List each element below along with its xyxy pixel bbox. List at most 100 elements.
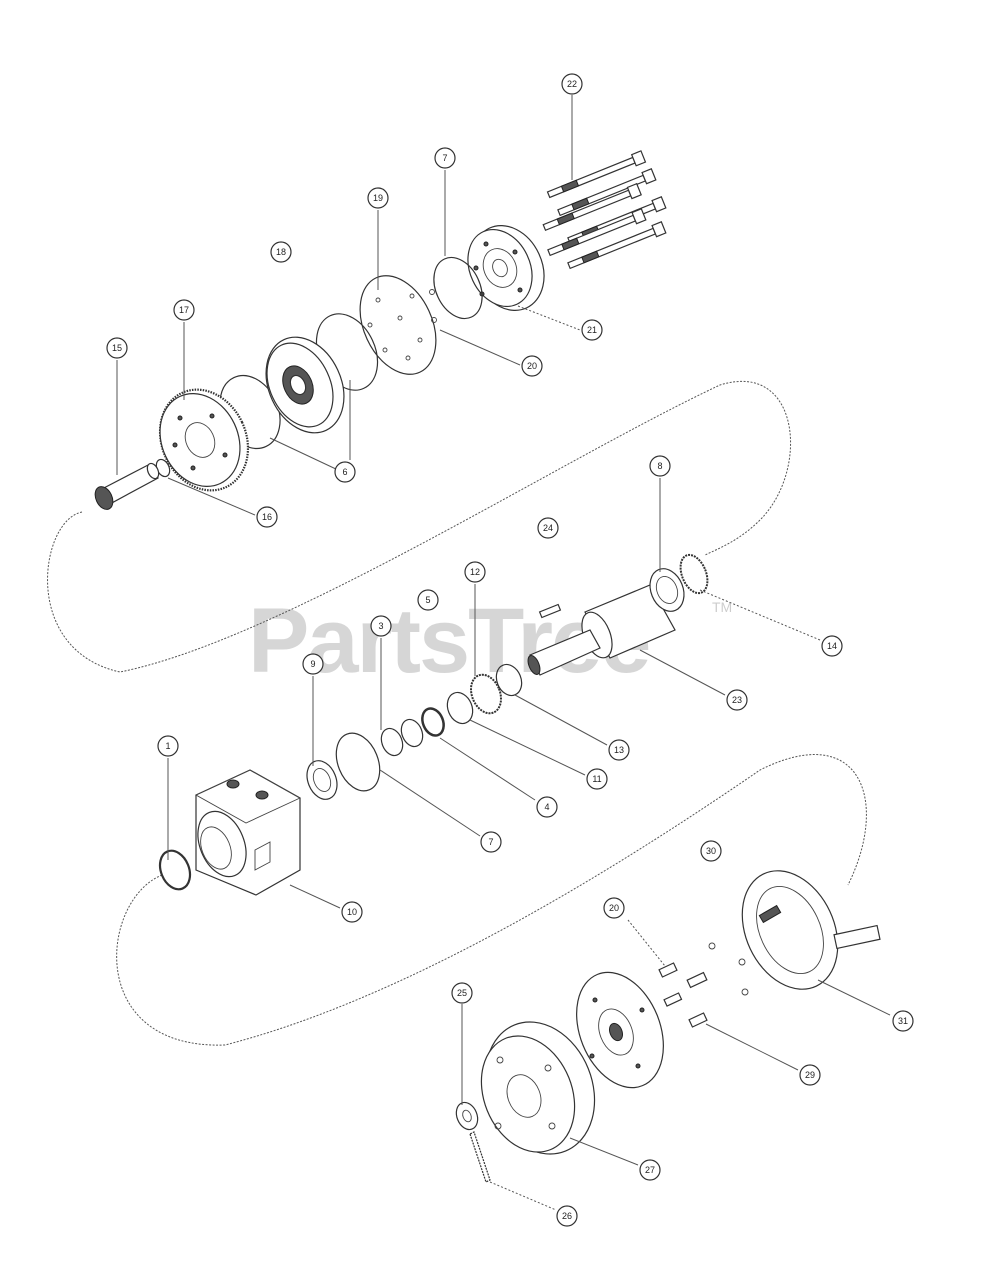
callout-12: 12 (464, 561, 486, 583)
svg-text:6: 6 (342, 467, 347, 477)
svg-text:20: 20 (527, 361, 537, 371)
callout-27: 27 (639, 1159, 661, 1181)
spur-gear (158, 388, 250, 492)
stud (663, 992, 683, 1007)
o-ring-upper (433, 256, 483, 320)
callout-10: 10 (341, 901, 363, 923)
callout-17: 17 (173, 299, 195, 321)
end-cover (467, 225, 545, 311)
svg-text:9: 9 (310, 659, 315, 669)
svg-text:24: 24 (543, 523, 553, 533)
svg-text:5: 5 (425, 595, 430, 605)
shaft-seal (158, 849, 192, 891)
needle-bearing (306, 760, 338, 800)
cotter-pin (469, 1131, 491, 1183)
seal-3b (400, 718, 424, 748)
group-loop-lower (116, 754, 867, 1046)
callout-30: 30 (700, 840, 722, 862)
seal-4 (421, 707, 445, 737)
dust-seal (679, 553, 709, 595)
screw-mid (686, 971, 708, 989)
callout-25: 25 (451, 982, 473, 1004)
brake-hub-plate (576, 971, 664, 1089)
callout-3: 3 (370, 615, 392, 637)
callout-7-upper: 7 (434, 147, 456, 169)
callout-5: 5 (417, 589, 439, 611)
svg-text:3: 3 (378, 621, 383, 631)
nut-a (708, 942, 716, 950)
svg-text:29: 29 (805, 1070, 815, 1080)
callout-7-lower: 7 (480, 831, 502, 853)
svg-text:17: 17 (179, 305, 189, 315)
callout-29: 29 (799, 1064, 821, 1086)
svg-text:14: 14 (827, 641, 837, 651)
callout-9: 9 (302, 653, 324, 675)
svg-text:10: 10 (347, 907, 357, 917)
svg-text:16: 16 (262, 512, 272, 522)
svg-text:23: 23 (732, 695, 742, 705)
motor-housing (195, 769, 301, 896)
svg-text:30: 30 (706, 846, 716, 856)
nut-c (741, 988, 749, 996)
seal-3a (380, 727, 404, 757)
brake-backing-plate (741, 870, 881, 990)
splined-shaft (94, 462, 160, 510)
shaft-bearing (649, 568, 685, 612)
callout-24: 24 (537, 517, 559, 539)
castle-nut (455, 1101, 479, 1131)
callout-6: 6 (334, 461, 356, 483)
svg-text:19: 19 (373, 193, 383, 203)
callout-19: 19 (367, 187, 389, 209)
callout-26: 26 (556, 1205, 578, 1227)
thrust-bearing-12 (470, 673, 502, 715)
drive-shaft (527, 584, 676, 676)
svg-text:21: 21 (587, 325, 597, 335)
svg-text:11: 11 (592, 774, 601, 784)
screw-29 (688, 1012, 708, 1028)
brake-drum (480, 1021, 596, 1155)
svg-text:20: 20 (609, 903, 619, 913)
svg-text:7: 7 (488, 837, 493, 847)
svg-text:1: 1 (165, 741, 170, 751)
screw-20 (658, 962, 678, 978)
svg-text:26: 26 (562, 1211, 572, 1221)
race-11 (446, 691, 474, 725)
o-ring-lower (335, 732, 381, 792)
watermark-trademark: TM (712, 599, 732, 615)
callout-23: 23 (726, 689, 748, 711)
callout-1: 1 (157, 735, 179, 757)
callout-13: 13 (608, 739, 630, 761)
nut-b (738, 958, 746, 966)
ball-b (431, 317, 437, 323)
svg-text:13: 13 (614, 745, 624, 755)
callout-14: 14 (821, 635, 843, 657)
svg-text:22: 22 (567, 79, 577, 89)
svg-text:31: 31 (898, 1016, 908, 1026)
svg-text:7: 7 (442, 153, 447, 163)
callout-4: 4 (536, 796, 558, 818)
callout-20-lower: 20 (603, 897, 625, 919)
svg-text:27: 27 (645, 1165, 655, 1175)
callout-11: 11 (586, 768, 608, 790)
svg-text:8: 8 (657, 461, 662, 471)
svg-text:4: 4 (544, 802, 549, 812)
bolt-set (542, 150, 667, 270)
callout-31: 31 (892, 1010, 914, 1032)
callout-22: 22 (561, 73, 583, 95)
ball-a (429, 289, 435, 295)
callout-18: 18 (270, 241, 292, 263)
leader-lines (116, 95, 891, 1211)
svg-text:18: 18 (276, 247, 286, 257)
callout-20-upper: 20 (521, 355, 543, 377)
shaft-key (538, 603, 562, 619)
callout-16: 16 (256, 506, 278, 528)
callout-8: 8 (649, 455, 671, 477)
callout-21: 21 (581, 319, 603, 341)
valve-plate (359, 275, 437, 375)
callout-15: 15 (106, 337, 128, 359)
svg-text:25: 25 (457, 988, 467, 998)
svg-text:15: 15 (112, 343, 122, 353)
gerotor-set (265, 336, 345, 434)
svg-text:12: 12 (470, 567, 480, 577)
